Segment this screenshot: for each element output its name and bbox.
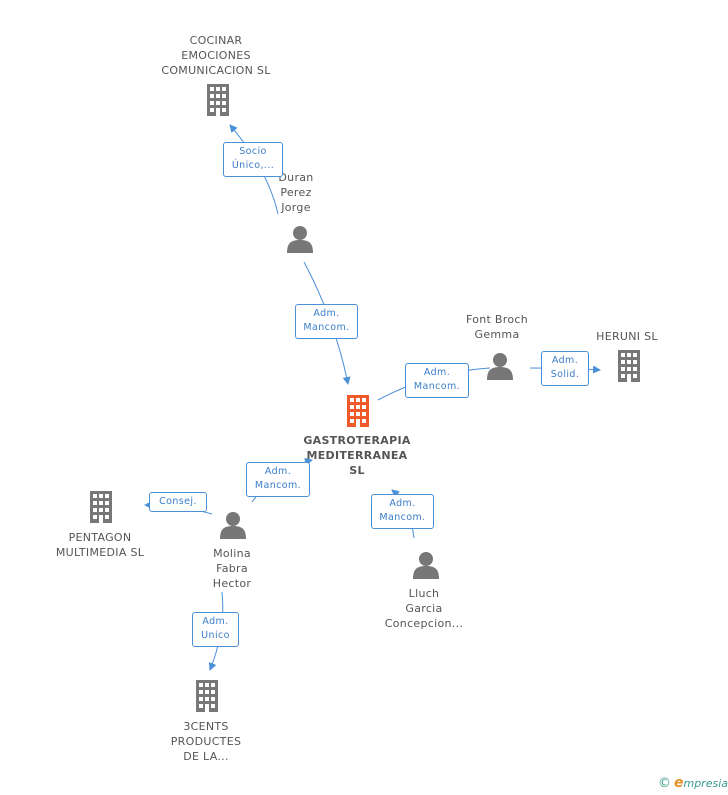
copyright-icon: ©: [657, 776, 671, 791]
duran-person-icon[interactable]: [287, 226, 313, 253]
relation-adm-mancom-molina[interactable]: Adm. Mancom.: [246, 462, 310, 497]
node-label-cocinar[interactable]: COCINAR EMOCIONES COMUNICACION SL: [161, 34, 271, 77]
molina-person-icon[interactable]: [220, 512, 246, 539]
cocinar-building-icon[interactable]: [207, 84, 229, 116]
heruni-building-icon[interactable]: [618, 350, 640, 382]
tres-building-icon[interactable]: [196, 680, 218, 712]
node-label-gastro[interactable]: GASTROTERAPIA MEDITERRANEA SL: [303, 434, 411, 477]
lluch-person-icon[interactable]: [413, 552, 439, 579]
node-label-3cents[interactable]: 3CENTS PRODUCTES DE LA...: [170, 720, 242, 763]
relation-socio-unico[interactable]: Socio Único,...: [223, 142, 283, 177]
node-label-font[interactable]: Font Broch Gemma: [465, 313, 529, 341]
font-person-icon[interactable]: [487, 353, 513, 380]
relation-adm-mancom-font[interactable]: Adm. Mancom.: [405, 363, 469, 398]
relation-adm-mancom-lluch[interactable]: Adm. Mancom.: [371, 494, 434, 529]
relation-consej[interactable]: Consej.: [149, 492, 207, 512]
node-label-heruni[interactable]: HERUNI SL: [596, 330, 658, 343]
gastro-building-icon[interactable]: [347, 395, 369, 427]
empresia-footer[interactable]: ©empresia: [658, 775, 728, 791]
node-label-molina[interactable]: Molina Fabra Hector: [212, 547, 252, 590]
node-label-duran[interactable]: Duran Perez Jorge: [278, 171, 314, 214]
relation-adm-unico[interactable]: Adm. Unico: [192, 612, 239, 647]
relation-adm-mancom-duran[interactable]: Adm. Mancom.: [295, 304, 358, 339]
brand-e: e: [673, 775, 684, 791]
pentagon-building-icon[interactable]: [90, 491, 112, 523]
node-label-pentagon[interactable]: PENTAGON MULTIMEDIA SL: [55, 531, 145, 559]
relation-adm-solid[interactable]: Adm. Solid.: [541, 351, 589, 386]
brand-text: mpresia: [683, 777, 728, 790]
node-label-lluch[interactable]: Lluch Garcia Concepcion...: [384, 587, 464, 630]
